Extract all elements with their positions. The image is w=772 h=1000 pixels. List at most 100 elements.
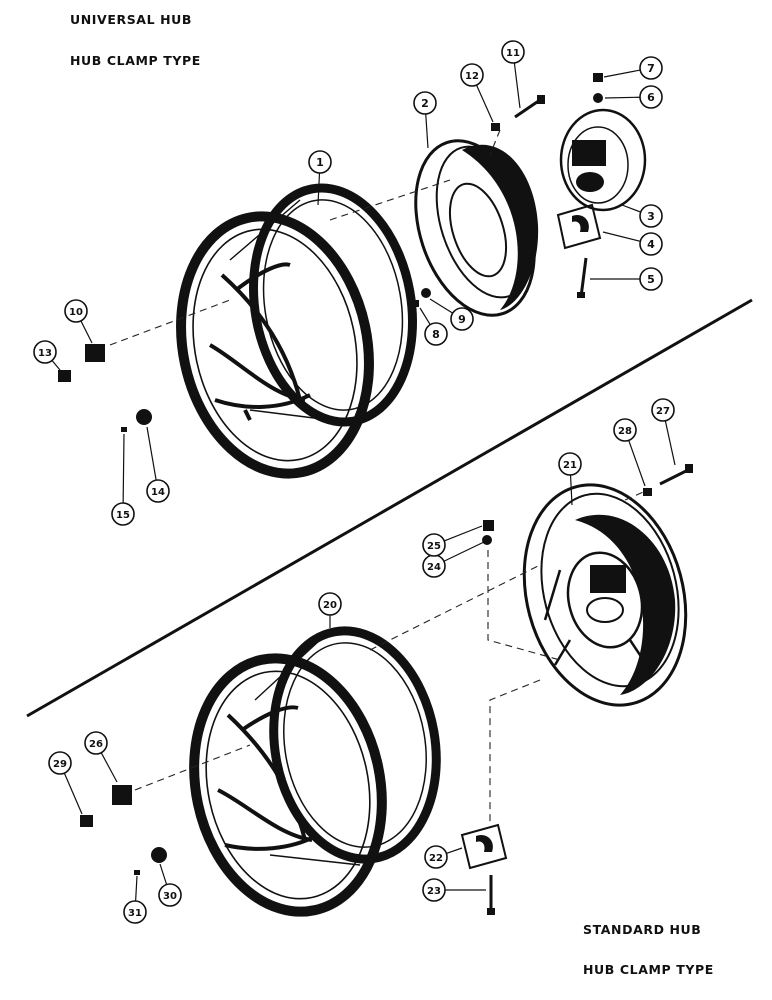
callout-5: 5 [590, 267, 663, 291]
callout-label: 28 [618, 426, 632, 437]
callout-leader-line [443, 541, 485, 562]
hub-clamp-lower [460, 823, 508, 870]
callout-circle [413, 91, 437, 115]
callout-7: 7 [603, 56, 663, 80]
bolt-23 [487, 875, 495, 915]
callout-label: 3 [647, 210, 655, 223]
callout-leader-line [100, 752, 118, 783]
callout-leader-line [80, 320, 93, 344]
callout-23: 23 [422, 878, 486, 902]
callout-circle [123, 900, 147, 924]
clip-26 [112, 785, 132, 805]
callout-26: 26 [84, 731, 118, 783]
callout-circle [422, 533, 446, 557]
rim-lower [189, 626, 441, 917]
callout-circle [48, 751, 72, 775]
callout-leader-line [602, 231, 641, 242]
callout-circle [422, 878, 446, 902]
callout-label: 4 [647, 238, 655, 251]
callout-leader-line [135, 875, 138, 902]
callout-label: 21 [563, 460, 577, 471]
callout-circle [64, 299, 88, 323]
callout-leader-line [513, 62, 521, 109]
callout-circle [639, 56, 663, 80]
callout-12: 12 [460, 63, 494, 123]
callout-leader-line [63, 772, 83, 815]
hub-clamp-upper [556, 203, 602, 250]
callout-circle [146, 479, 170, 503]
washer-6 [593, 93, 603, 103]
callout-leader-line [425, 113, 429, 149]
callout-leader-line [604, 96, 641, 99]
clip-10 [85, 344, 105, 362]
callout-layer: 1234567891011121314152021222324252627282… [33, 40, 676, 924]
bolt-5 [577, 257, 588, 298]
callout-29: 29 [48, 751, 83, 815]
callout-8: 8 [419, 307, 448, 346]
guide-line [134, 744, 251, 791]
callout-leader-line [569, 474, 573, 506]
center-disc-upper [414, 139, 539, 317]
guide-line [489, 129, 501, 156]
callout-leader-line [159, 863, 168, 885]
section-title-standard-hub: STANDARD HUB [583, 922, 702, 937]
washer-28 [643, 488, 652, 496]
callout-circle [111, 502, 135, 526]
bolt-15 [121, 427, 127, 432]
callout-1: 1 [308, 150, 332, 206]
callout-circle [318, 592, 342, 616]
callout-14: 14 [146, 426, 170, 503]
callout-label: 24 [427, 562, 441, 573]
callout-circle [639, 85, 663, 109]
callout-label: 11 [506, 48, 520, 59]
bolt-11 [514, 95, 545, 119]
callout-3: 3 [621, 204, 663, 228]
callout-circle [308, 150, 332, 174]
nut-14 [136, 409, 152, 425]
callout-leader-line [603, 69, 641, 78]
callout-label: 25 [427, 541, 441, 552]
callout-2: 2 [413, 91, 437, 149]
callout-31: 31 [123, 875, 147, 924]
nut-29 [80, 815, 93, 827]
callout-circle [613, 418, 637, 442]
callout-circle [460, 63, 484, 87]
wheel-center-lower [522, 483, 688, 707]
callout-leader-line [122, 433, 125, 504]
callout-4: 4 [602, 231, 663, 256]
guide-line [487, 550, 561, 661]
callout-label: 26 [89, 739, 103, 750]
callout-label: 31 [128, 908, 142, 919]
callout-leader-line [475, 84, 494, 123]
callout-27: 27 [651, 398, 676, 466]
callout-9: 9 [429, 298, 474, 331]
callout-label: 27 [656, 406, 670, 417]
callout-13: 13 [33, 340, 61, 371]
callout-label: 12 [465, 71, 479, 82]
callout-label: 1 [316, 156, 324, 169]
callout-leader-line [664, 420, 676, 466]
callout-label: 6 [647, 91, 655, 104]
callout-leader-line [317, 172, 321, 206]
callout-22: 22 [424, 845, 463, 869]
callout-circle [558, 452, 582, 476]
rim-upper [176, 183, 418, 479]
callout-20: 20 [318, 592, 342, 628]
callout-label: 30 [163, 891, 177, 902]
nut-13 [58, 370, 71, 382]
callout-28: 28 [613, 418, 646, 487]
callout-leader-line [146, 426, 157, 481]
callout-15: 15 [111, 433, 135, 526]
washer-12 [491, 123, 500, 131]
callout-label: 22 [429, 853, 443, 864]
guide-line [329, 179, 451, 221]
callout-leader-line [51, 360, 61, 371]
nut-30 [151, 847, 167, 863]
callout-label: 5 [647, 273, 655, 286]
callout-leader-line [628, 440, 646, 487]
nut-25 [483, 520, 494, 531]
guide-line [624, 489, 649, 501]
callout-30: 30 [158, 863, 182, 907]
callout-circle [33, 340, 57, 364]
